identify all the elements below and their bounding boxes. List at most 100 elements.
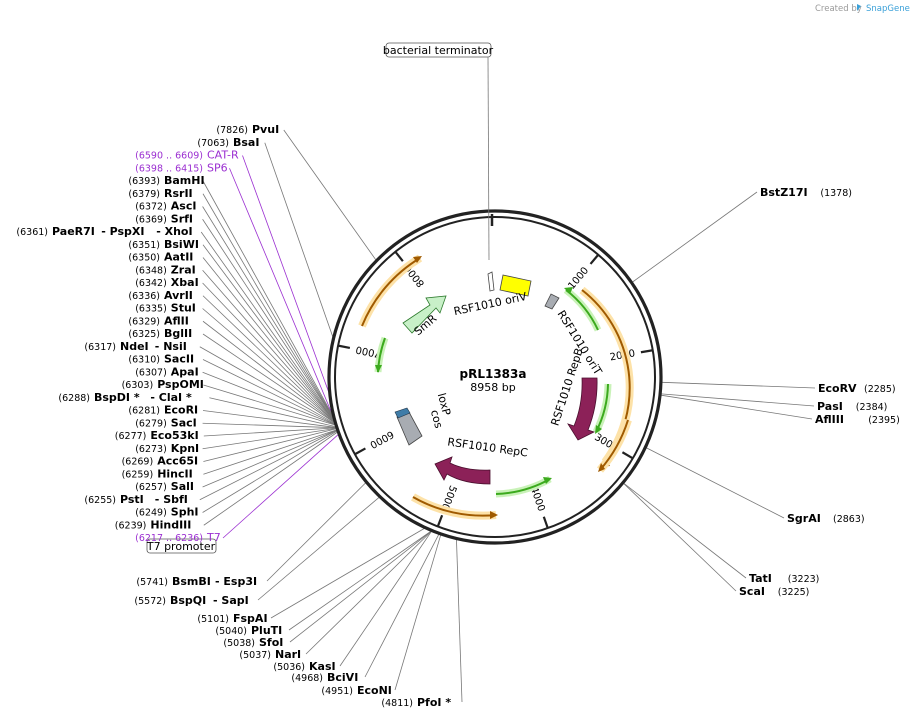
enzyme-label[interactable]: NdeI — [120, 340, 149, 353]
enzyme-label[interactable]: BglII — [164, 327, 192, 340]
leader-line — [456, 539, 463, 703]
enzyme-label[interactable]: EcoNI — [357, 684, 392, 697]
site-coordinate: (6329) — [128, 316, 160, 327]
enzyme-label[interactable]: HindIII — [150, 518, 191, 531]
tick-mark — [436, 514, 444, 527]
tick-label: 7000 — [355, 343, 382, 359]
enzyme-label[interactable]: KasI — [309, 660, 336, 673]
leader-line — [202, 427, 337, 450]
enzyme-label[interactable]: SphI — [171, 506, 199, 519]
enzyme-label[interactable]: SrfI — [171, 212, 193, 225]
enzyme-label[interactable]: BamHI — [164, 174, 205, 187]
label-repc: RSF1010 RepC — [447, 435, 529, 459]
site-coordinate: (5101) — [197, 614, 229, 625]
site-coordinate: (6379) — [128, 189, 160, 200]
site-coordinate: (6307) — [135, 367, 167, 378]
enzyme-label[interactable]: ZraI — [171, 263, 196, 276]
enzyme-label[interactable]: HincII — [157, 467, 193, 480]
enzyme-label[interactable]: AflIII — [815, 413, 844, 426]
enzyme-label[interactable]: ApaI — [171, 365, 199, 378]
enzyme-label[interactable]: - NsiI — [155, 340, 187, 353]
enzyme-label[interactable]: NarI — [275, 648, 301, 661]
oriv-feature — [499, 274, 532, 297]
leader-line — [339, 531, 432, 667]
enzyme-label[interactable]: PasI — [817, 400, 843, 413]
enzyme-label[interactable]: AscI — [171, 200, 197, 213]
leader-line — [202, 295, 335, 422]
repb-feature — [567, 377, 598, 441]
enzyme-label[interactable]: BsaI — [233, 136, 259, 149]
site-coordinate: (6335) — [135, 304, 167, 315]
enzyme-label[interactable]: SacI — [171, 416, 197, 429]
enzyme-label[interactable]: AflII — [164, 314, 189, 327]
enzyme-label[interactable]: AatII — [164, 251, 193, 264]
enzyme-label[interactable]: SfoI — [259, 636, 283, 649]
feature-label[interactable]: CAT-R — [207, 149, 239, 162]
leader-line — [202, 359, 335, 425]
site-coordinate: (5037) — [239, 650, 271, 661]
enzyme-label[interactable]: PspOMI — [157, 378, 204, 391]
enzyme-label[interactable]: EcoRI — [164, 404, 198, 417]
site-coordinate: (6277) — [115, 431, 147, 442]
feature-label[interactable]: T7 — [206, 531, 221, 544]
site-coordinate: (7826) — [216, 125, 248, 136]
leader-line — [203, 384, 336, 426]
enzyme-label[interactable]: PfoI * — [417, 696, 451, 709]
enzyme-label[interactable]: PstI — [120, 493, 144, 506]
leader-line — [266, 482, 367, 582]
enzyme-label[interactable]: BspDI * — [94, 391, 140, 404]
enzyme-label[interactable]: PaeR7I — [52, 225, 95, 238]
enzyme-label[interactable]: EcoRV — [818, 382, 857, 395]
enzyme-label[interactable]: Acc65I — [157, 455, 198, 468]
site-coordinate: (2285) — [864, 384, 896, 395]
enzyme-label[interactable]: - XhoI — [156, 225, 192, 238]
enzyme-label[interactable]: Eco53kI — [150, 429, 198, 442]
enzyme-label[interactable]: BsmBI — [172, 575, 211, 588]
leader-line — [199, 346, 335, 424]
enzyme-label[interactable]: SacII — [164, 353, 194, 366]
enzyme-label[interactable]: BspQI — [170, 594, 206, 607]
feature-label[interactable]: SP6 — [207, 161, 228, 174]
enzyme-label[interactable]: - PspXI — [101, 225, 144, 238]
leader-line — [623, 483, 737, 592]
enzyme-label[interactable]: - Esp3I — [215, 575, 257, 588]
enzyme-label[interactable]: TatI — [749, 572, 772, 585]
left-site-labels: (7826)PvuI(7063)BsaI(6590 .. 6609)CAT-R(… — [16, 123, 279, 544]
enzyme-label[interactable]: - ClaI * — [150, 391, 192, 404]
enzyme-label[interactable]: FspAI — [233, 612, 268, 625]
site-coordinate: (4968) — [291, 673, 323, 684]
site-coordinate: (5572) — [134, 596, 166, 607]
arrow-head-icon — [595, 425, 602, 434]
site-coordinate: (6336) — [128, 291, 160, 302]
leader-line — [202, 193, 334, 417]
repc-feature — [434, 456, 491, 485]
enzyme-label[interactable]: RsrII — [164, 187, 193, 200]
loxp-feature — [394, 407, 411, 419]
leader-line — [288, 530, 432, 631]
site-coordinate: (6310) — [128, 355, 160, 366]
enzyme-label[interactable]: BciVI — [327, 671, 358, 684]
enzyme-label[interactable]: SgrAI — [787, 512, 821, 525]
enzyme-label[interactable]: SalI — [171, 480, 194, 493]
site-coordinate: (6393) — [128, 176, 160, 187]
tick-mark — [621, 451, 634, 460]
enzyme-label[interactable]: AvrII — [164, 289, 193, 302]
leader-line — [202, 282, 335, 421]
site-coordinate: (3223) — [788, 574, 820, 585]
tick-mark — [640, 349, 653, 354]
enzyme-label[interactable]: - SbfI — [155, 493, 188, 506]
enzyme-label[interactable]: StuI — [171, 302, 196, 315]
plasmid-size: 8958 bp — [470, 381, 515, 394]
enzyme-label[interactable]: PvuI — [252, 123, 279, 136]
enzyme-label[interactable]: BsiWI — [164, 238, 199, 251]
enzyme-label[interactable]: PluTI — [251, 624, 282, 637]
leader-line — [623, 482, 747, 579]
leader-line — [632, 191, 758, 283]
enzyme-label[interactable]: ScaI — [739, 585, 765, 598]
enzyme-label[interactable]: BstZ17I — [760, 186, 808, 199]
leader-line — [660, 394, 813, 420]
enzyme-label[interactable]: KpnI — [171, 442, 199, 455]
enzyme-label[interactable]: XbaI — [171, 276, 199, 289]
enzyme-label[interactable]: - SapI — [213, 594, 249, 607]
leader-line — [203, 431, 338, 526]
